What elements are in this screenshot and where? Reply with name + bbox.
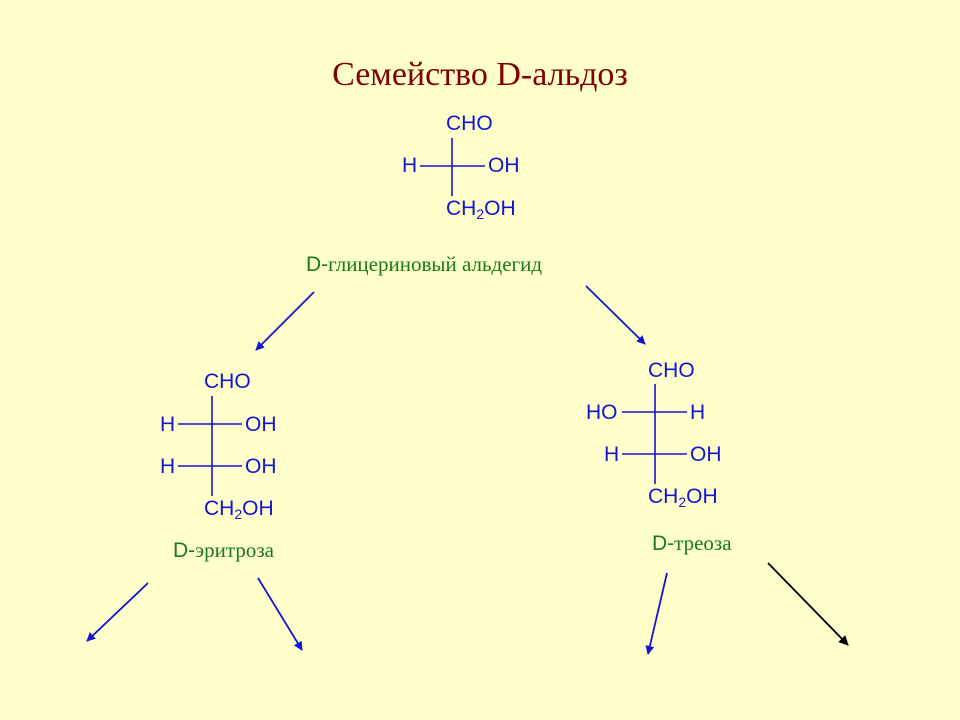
erythrose-bottom-group: CH2OH xyxy=(204,497,274,521)
threose-bottom-group: CH2OH xyxy=(648,485,718,509)
erythrose-bonds xyxy=(178,396,242,496)
glyceraldehyde-bottom-tail: OH xyxy=(484,197,516,220)
glyceraldehyde-row1-left: H xyxy=(402,154,418,177)
threose-bottom-sub: 2 xyxy=(678,494,687,510)
glyceraldehyde-row1-right: OH xyxy=(488,154,520,177)
arrow-to-threose xyxy=(585,285,646,345)
arrow-to-erythrose xyxy=(255,291,315,351)
glyceraldehyde-bonds xyxy=(420,138,485,196)
arrow-erythrose-right xyxy=(257,577,303,651)
erythrose-row2-right: OH xyxy=(245,455,277,478)
threose-row1-left: HO xyxy=(586,401,618,424)
threose-row2-left: H xyxy=(604,443,620,466)
glyceraldehyde-name: D-глицериновый альдегид xyxy=(306,252,542,277)
erythrose-bottom-main: CH xyxy=(204,497,235,520)
erythrose-row1-left: H xyxy=(160,413,176,436)
erythrose-row1-right: OH xyxy=(245,413,277,436)
arrow-threose-right xyxy=(767,562,849,646)
threose-name-rest: треоза xyxy=(674,531,732,555)
threose-top-group: CHO xyxy=(648,359,695,382)
threose-row1-right: H xyxy=(690,401,706,424)
erythrose-name-rest: эритроза xyxy=(195,538,274,562)
threose-row2-right: OH xyxy=(690,443,722,466)
arrow-threose-left xyxy=(645,572,668,655)
erythrose-top-group: CHO xyxy=(204,370,251,393)
erythrose-name: D-эритроза xyxy=(173,538,274,563)
threose-bonds xyxy=(622,384,687,484)
erythrose-bottom-tail: OH xyxy=(242,497,274,520)
glyceraldehyde-bottom-main: CH xyxy=(446,197,477,220)
threose-name-prefix: D- xyxy=(652,532,675,555)
erythrose-bottom-sub: 2 xyxy=(234,506,243,522)
erythrose-row2-left: H xyxy=(160,455,176,478)
threose-bottom-tail: OH xyxy=(686,485,718,508)
threose-name: D-треоза xyxy=(652,531,732,556)
slide-title: Семейство D-альдоз xyxy=(332,56,628,93)
arrow-erythrose-left xyxy=(86,582,149,642)
glyceraldehyde-top-group: CHO xyxy=(446,112,493,135)
glyceraldehyde-name-prefix: D- xyxy=(306,253,329,276)
glyceraldehyde-name-rest: глицериновый альдегид xyxy=(328,252,543,276)
threose-bottom-main: CH xyxy=(648,485,679,508)
glyceraldehyde-bottom-sub: 2 xyxy=(476,206,485,222)
erythrose-name-prefix: D- xyxy=(173,539,196,562)
glyceraldehyde-bottom-group: CH2OH xyxy=(446,197,516,221)
